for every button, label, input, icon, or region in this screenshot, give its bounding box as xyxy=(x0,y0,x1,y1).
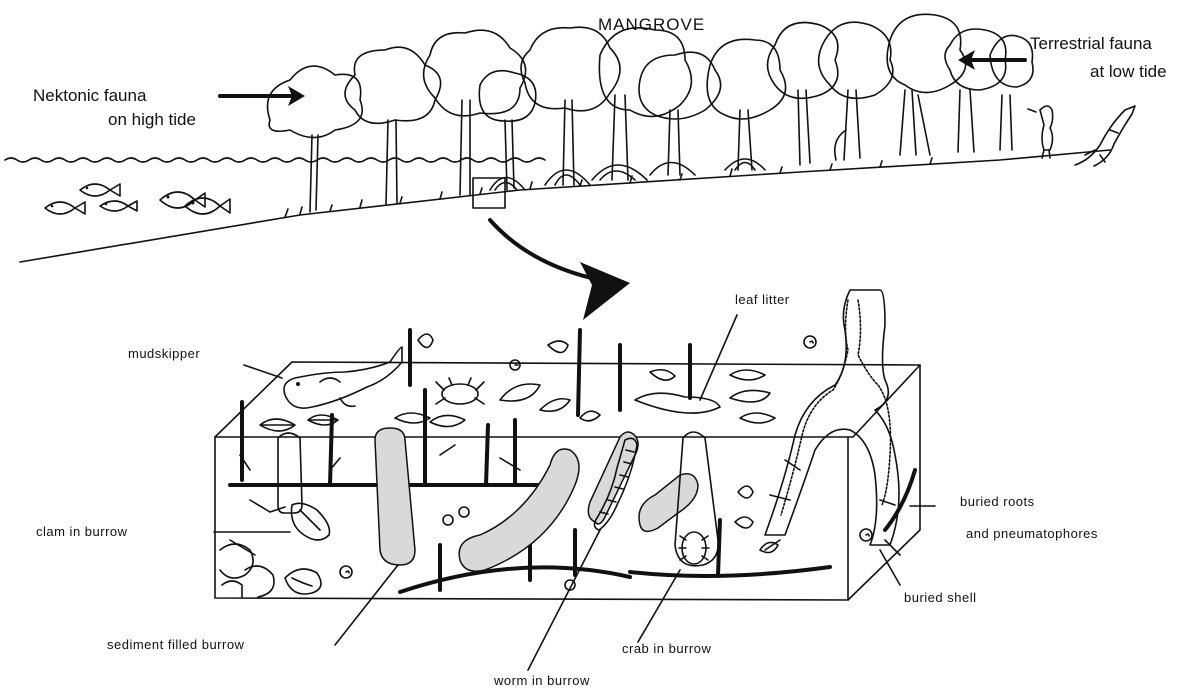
label-nektonic-line1: Nektonic fauna xyxy=(33,86,146,106)
water-surface xyxy=(5,158,545,162)
label-terrestrial-line2: at low tide xyxy=(1090,62,1167,82)
label-buried-shell: buried shell xyxy=(904,590,977,606)
bird-icon xyxy=(1028,106,1053,158)
leaf-icon xyxy=(500,384,540,401)
leaf-icon xyxy=(260,419,295,431)
lizard-icon xyxy=(1075,106,1135,166)
tree-icon xyxy=(990,35,1033,150)
clam-icon xyxy=(285,569,321,594)
stone-cluster xyxy=(220,544,274,597)
fish-icon xyxy=(185,198,230,214)
root-icon xyxy=(765,290,900,555)
crab-icon xyxy=(679,532,709,564)
fish-icon xyxy=(80,184,120,196)
label-mudskipper: mudskipper xyxy=(128,346,200,362)
shell-icon xyxy=(418,334,433,348)
tree-icon xyxy=(424,30,526,195)
tree-icon xyxy=(819,22,893,160)
diagram-title: MANGROVE xyxy=(598,15,705,35)
crab-icon xyxy=(436,378,484,404)
shell-icon xyxy=(738,486,753,498)
shore-slope xyxy=(20,150,1110,262)
fish-icon xyxy=(160,192,205,208)
tree-icon xyxy=(479,71,536,190)
clam-icon xyxy=(292,503,330,540)
arrow-icon xyxy=(490,220,630,320)
leaf-icon xyxy=(730,390,770,402)
shell-icon xyxy=(510,360,520,370)
label-nektonic-line2: on high tide xyxy=(108,110,196,130)
tree-icon xyxy=(945,29,1006,152)
leaf-icon xyxy=(635,393,720,413)
leaf-icon xyxy=(580,411,600,421)
shell-icon xyxy=(735,517,753,528)
leader-lines xyxy=(214,315,935,670)
label-leaf-litter: leaf litter xyxy=(735,292,790,308)
tree-icon xyxy=(268,66,363,212)
shell-icon xyxy=(804,336,816,348)
shell-icon xyxy=(443,507,469,525)
fish-icon xyxy=(45,202,85,214)
leaf-icon xyxy=(430,415,465,426)
fish-school xyxy=(45,184,230,214)
tree-icon xyxy=(345,47,441,205)
label-buried-roots-line2: and pneumatophores xyxy=(966,526,1098,542)
tree-icon xyxy=(707,39,785,170)
leaf-icon xyxy=(740,413,775,423)
leaf-icon xyxy=(540,399,570,412)
tree-icon xyxy=(768,23,838,166)
tree-icon xyxy=(887,14,965,155)
tree-icon xyxy=(521,27,620,185)
shell-icon xyxy=(860,529,872,541)
leaf-icon xyxy=(730,370,765,380)
mudskipper-icon xyxy=(284,347,402,408)
shell-icon xyxy=(548,341,568,353)
fish-icon xyxy=(100,201,137,211)
arrow-icon xyxy=(220,86,305,106)
label-worm-burrow: worm in burrow xyxy=(494,673,590,689)
label-buried-roots-line1: buried roots xyxy=(960,494,1035,510)
shell-icon xyxy=(340,566,352,578)
label-clam-burrow: clam in burrow xyxy=(36,524,128,540)
label-terrestrial-line1: Terrestrial fauna xyxy=(1030,34,1152,54)
shell-icon xyxy=(650,370,675,380)
label-crab-burrow: crab in burrow xyxy=(622,641,711,657)
label-sediment-burrow: sediment filled burrow xyxy=(107,637,244,653)
